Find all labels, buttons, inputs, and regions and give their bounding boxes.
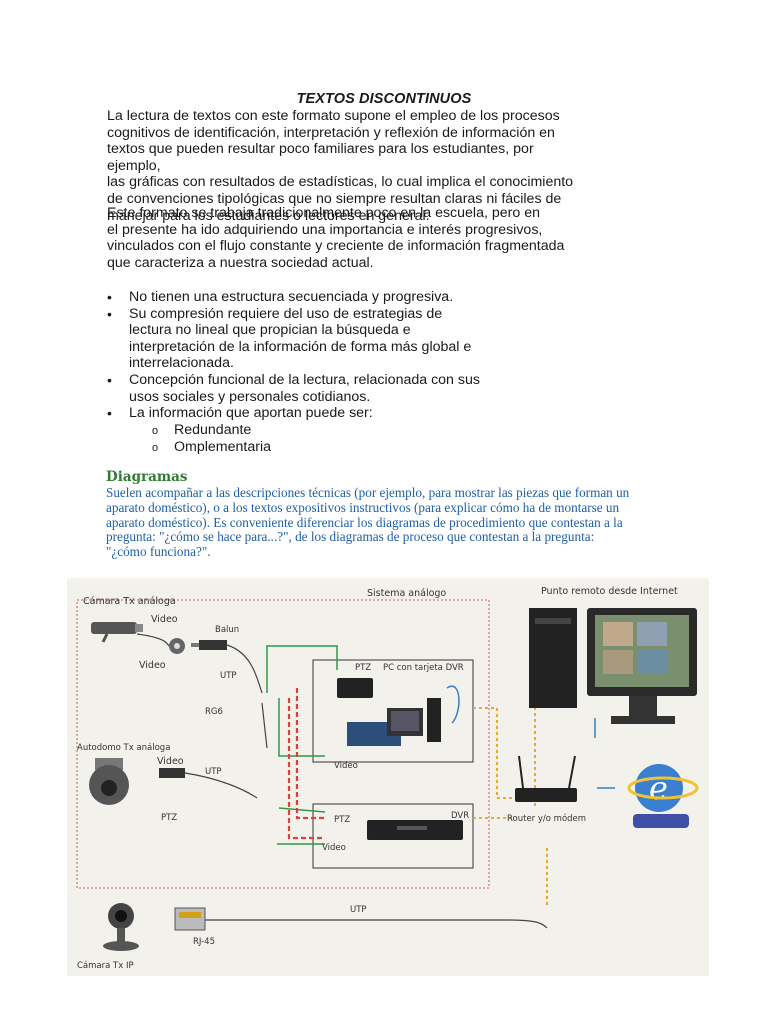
- paragraph-school: Este formato se trabaja tradicionalmente…: [107, 205, 587, 271]
- label-utp: UTP: [205, 767, 222, 777]
- label-sistema-analogo: Sistema análogo: [367, 588, 446, 599]
- label-utp: UTP: [350, 905, 367, 915]
- sub-bullet-list: Redundante Omplementaria: [149, 422, 271, 455]
- label-dvr: DVR: [451, 811, 469, 821]
- label-autodomo: Autodomo Tx análoga: [77, 743, 170, 753]
- remote-pc-icon: [529, 608, 697, 724]
- bullet-item: Su compresión requiere del uso de estrat…: [107, 306, 507, 372]
- label-video: Video: [139, 660, 166, 671]
- label-balun: Balun: [215, 625, 239, 635]
- pc-dvr-icon: [337, 678, 441, 746]
- green-arrows: [267, 646, 337, 844]
- dvr-icon: [367, 820, 463, 840]
- svg-text:e: e: [649, 769, 668, 807]
- label-video: Video: [151, 614, 178, 625]
- diagram-heading: Diagramas: [106, 469, 188, 485]
- label-rg6: RG6: [205, 707, 223, 717]
- label-ptz: PTZ: [161, 813, 177, 823]
- sub-bullet-item: Redundante: [149, 422, 271, 439]
- label-camara-ip: Cámara Tx IP: [77, 961, 134, 971]
- bullet-list: No tienen una estructura secuenciada y p…: [107, 289, 507, 422]
- label-rj45: RJ-45: [193, 937, 215, 947]
- bullet-item: Concepción funcional de la lectura, rela…: [107, 372, 507, 405]
- label-ptz: PTZ: [334, 815, 350, 825]
- analog-camera-icon: [91, 622, 143, 642]
- label-pc-dvr: PC con tarjeta DVR: [383, 663, 464, 673]
- autodome-icon: [89, 758, 129, 805]
- balun-icon: [191, 640, 227, 650]
- label-video: Video: [334, 761, 358, 771]
- label-video: Video: [157, 756, 184, 767]
- surveillance-diagram: e Cámara Tx análoga Sistema análogo Punt…: [67, 578, 709, 976]
- label-punto-remoto: Punto remoto desde Internet: [541, 586, 678, 597]
- router-icon: [515, 756, 577, 802]
- label-utp: UTP: [220, 671, 237, 681]
- diagram-description: Suelen acompañar a las descripciones téc…: [106, 486, 666, 560]
- sub-bullet-item: Omplementaria: [149, 439, 271, 456]
- bnc-connector-icon: [169, 638, 185, 654]
- label-camara-analoga: Cámara Tx análoga: [83, 596, 176, 607]
- red-dashed-lines: [289, 688, 325, 838]
- label-video: Video: [322, 843, 346, 853]
- label-router: Router y/o módem: [507, 813, 586, 824]
- internet-icon: e: [629, 764, 697, 828]
- balun-icon: [159, 768, 185, 778]
- bullet-item: No tienen una estructura secuenciada y p…: [107, 289, 507, 306]
- document-title: TEXTOS DISCONTINUOS: [0, 91, 768, 107]
- label-ptz: PTZ: [355, 663, 371, 673]
- bullet-item: La información que aportan puede ser:: [107, 405, 507, 422]
- rj45-icon: [175, 908, 205, 930]
- ip-camera-icon: [103, 903, 139, 951]
